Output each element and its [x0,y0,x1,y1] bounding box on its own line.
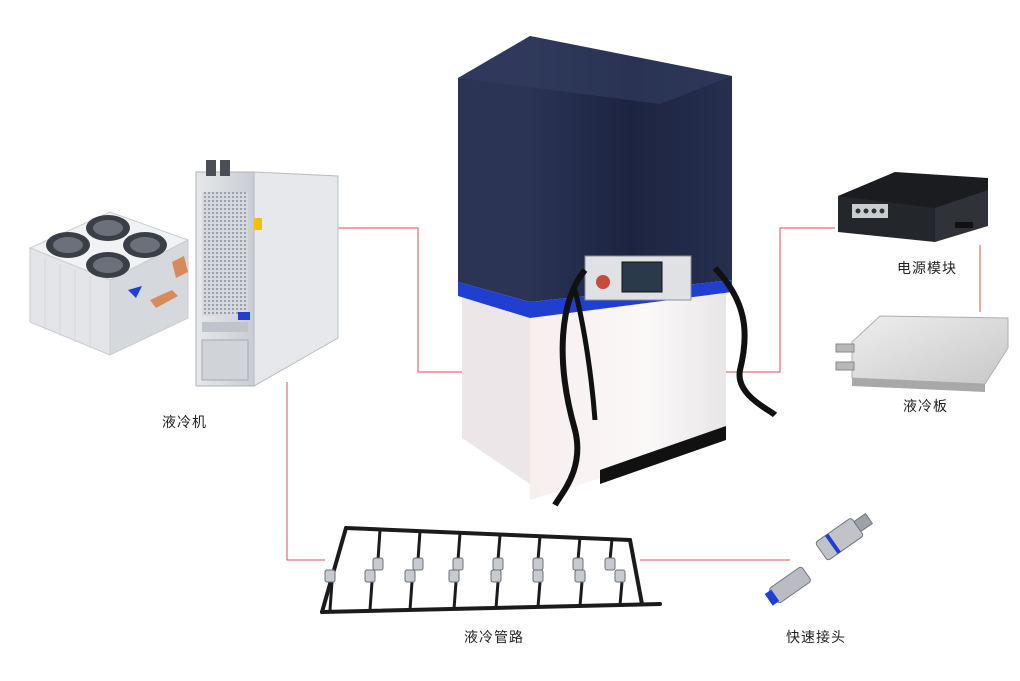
liquid-cooler-image [195,160,339,387]
piping-image [320,526,662,614]
cold-plate-image [835,315,1009,392]
fan-icon [46,215,167,278]
line-cooler-to-piping [286,382,325,561]
touch-screen [621,261,663,293]
label-liquid-cooler: 液冷机 [162,415,207,431]
label-power-module: 电源模块 [897,261,957,277]
label-piping: 液冷管路 [464,630,524,646]
quick-connector-image [764,512,874,606]
label-quick-connector: 快速接头 [786,630,846,646]
label-cold-plate: 液冷板 [903,399,948,415]
power-module-image [838,172,988,242]
charging-cabinet-image [458,36,778,507]
condenser-unit-image [28,211,190,356]
line-cooler-to-cabinet [338,227,498,373]
